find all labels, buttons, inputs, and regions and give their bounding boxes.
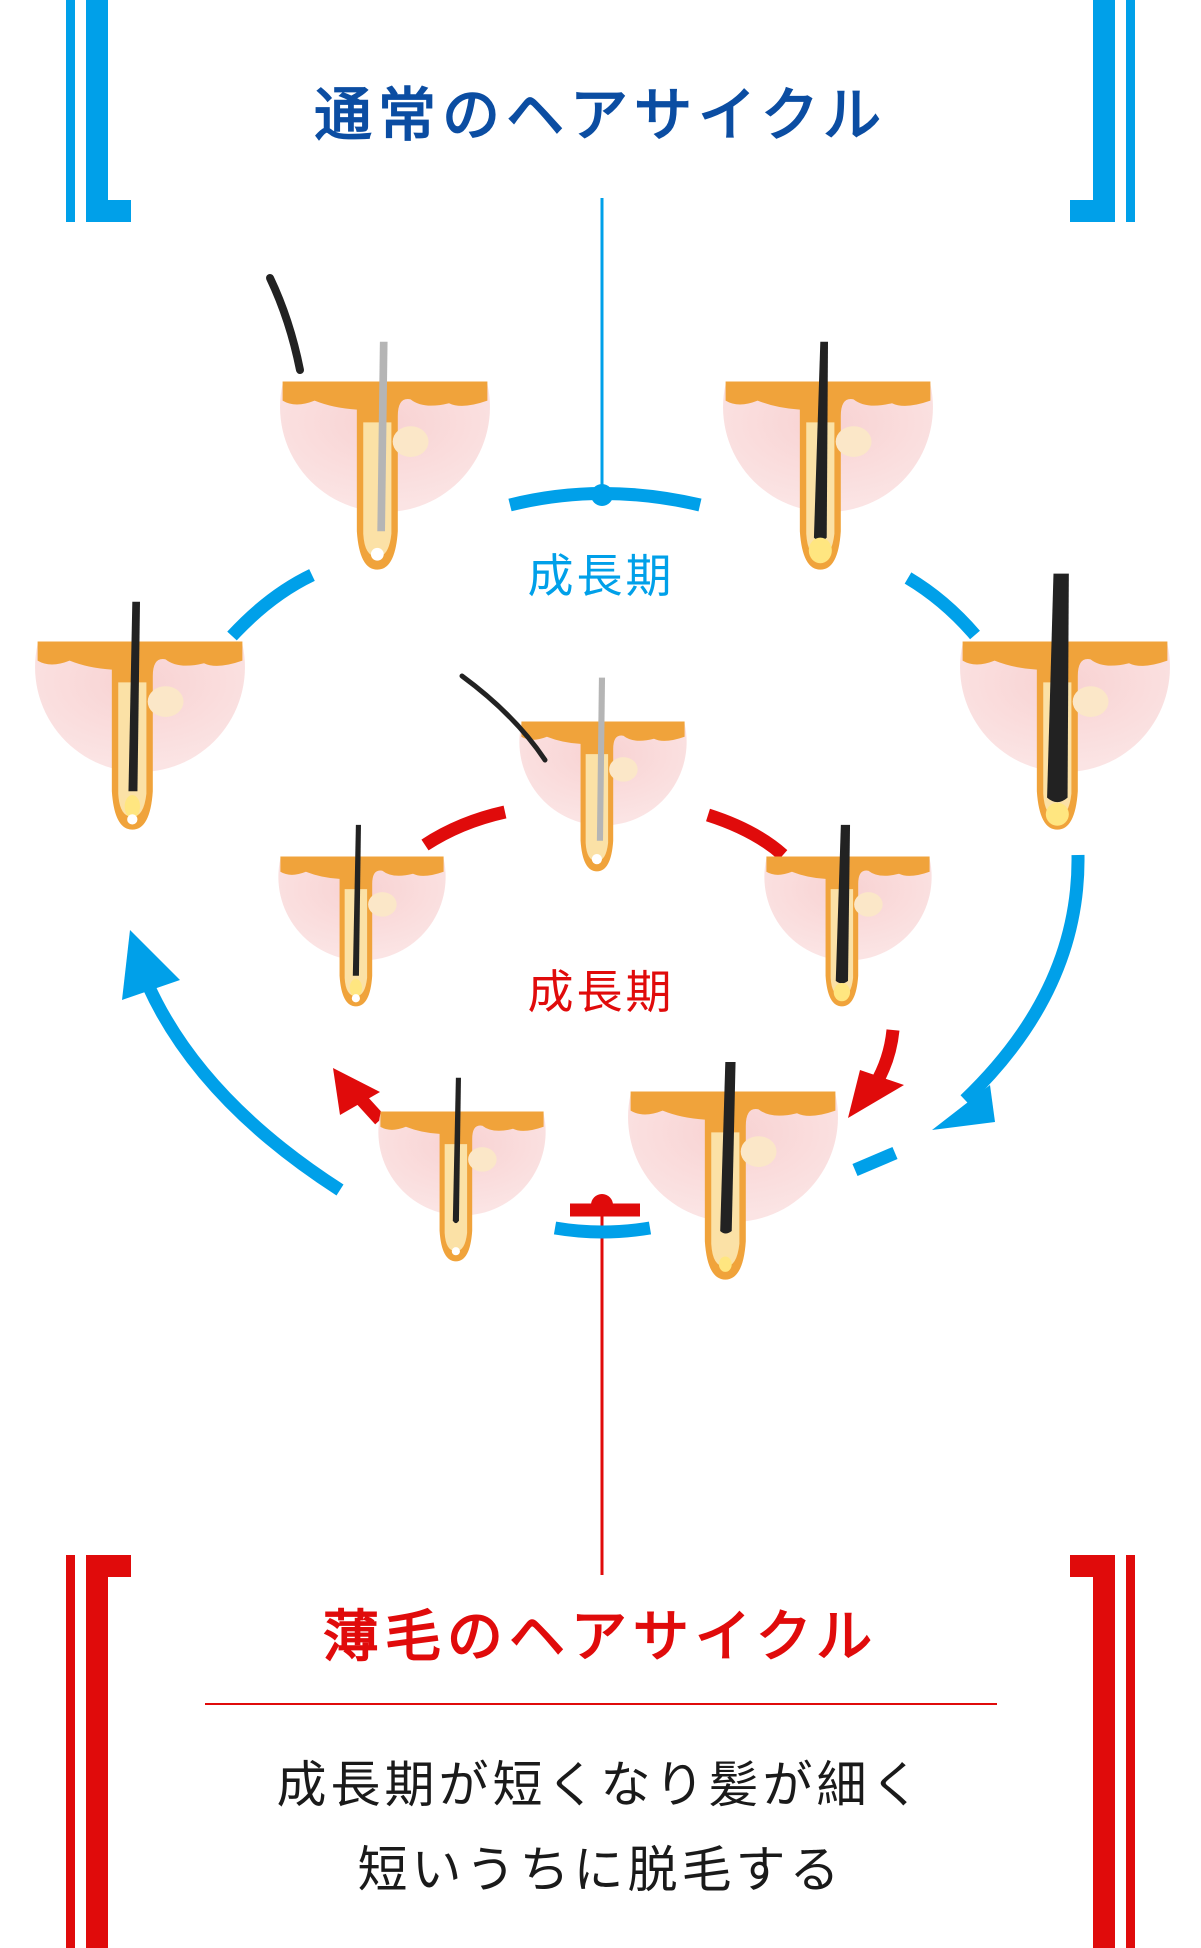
normal-bracket-left (66, 0, 131, 222)
thin-description-line-1: 成長期が短くなり髪が細く (276, 1756, 925, 1814)
follicle-inner-1 (519, 677, 687, 872)
normal-cycle-title: 通常のヘアサイクル (313, 81, 888, 149)
shed-hair-1 (266, 274, 304, 374)
follicle-bottom-1 (378, 1077, 546, 1262)
normal-stage-label: 成長期 (527, 549, 675, 603)
thin-arrowhead-left (333, 1068, 380, 1115)
normal-arrowhead-right (932, 1085, 995, 1130)
shed-hair-2 (459, 673, 548, 763)
follicle-inner-2 (278, 824, 446, 1007)
thin-cycle-marker (591, 1194, 613, 1216)
follicle-outer-4 (960, 573, 1170, 830)
thin-description-line-2: 短いうちに脱毛する (357, 1841, 844, 1899)
normal-arrowhead-left (122, 930, 180, 1000)
thin-bracket-right (1070, 1555, 1135, 1948)
normal-cycle-marker (591, 484, 613, 506)
normal-bracket-right (1070, 0, 1135, 222)
thin-bracket-left (66, 1555, 131, 1948)
thin-stage-label: 成長期 (527, 965, 675, 1019)
thin-arrowhead-right (848, 1070, 904, 1118)
thin-cycle-title: 薄毛のヘアサイクル (322, 1605, 879, 1670)
follicle-outer-2 (723, 341, 933, 570)
follicle-bottom-2 (628, 1062, 838, 1280)
follicle-outer-3 (35, 601, 245, 830)
follicle-inner-3 (764, 824, 932, 1007)
follicle-outer-1 (280, 341, 490, 570)
